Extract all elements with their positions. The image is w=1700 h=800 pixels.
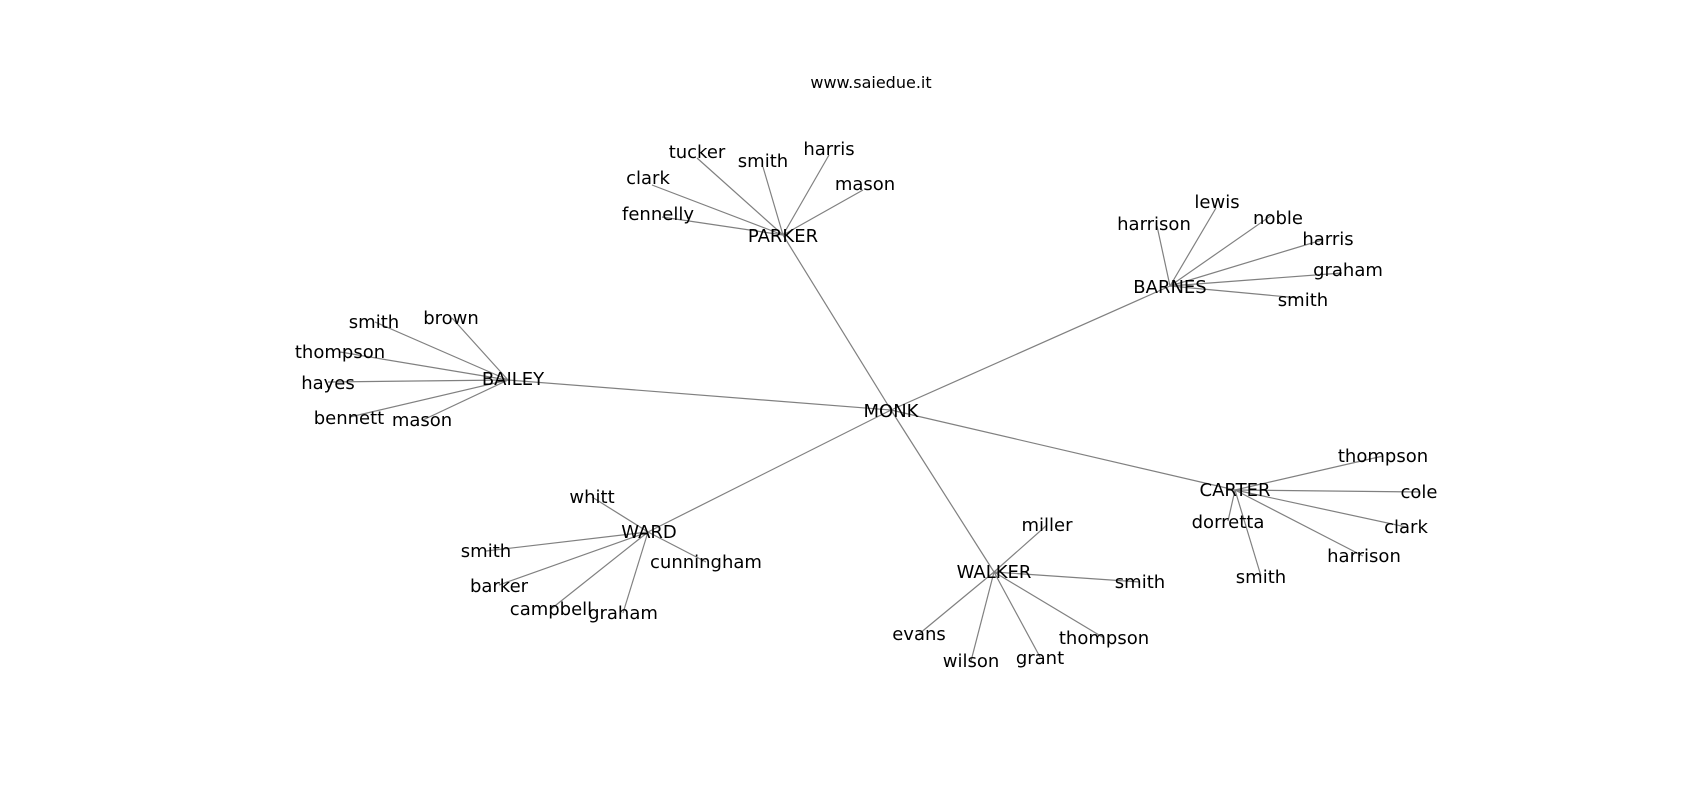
group-node-label-carter: CARTER <box>1200 480 1271 501</box>
group-node-label-ward: WARD <box>621 522 677 543</box>
edge-ward-to-leaf-0 <box>591 496 649 533</box>
edge-carter-to-leaf-5 <box>1234 489 1262 577</box>
edges-layer <box>327 154 1420 662</box>
edge-walker-to-leaf-4 <box>970 571 995 662</box>
edge-bailey-to-leaf-2 <box>339 351 509 381</box>
leaf-node-label-walker-5: grant <box>1016 648 1064 669</box>
leaf-node-label-carter-4: harrison <box>1327 546 1401 567</box>
edge-root-to-barnes <box>890 285 1171 411</box>
leaf-node-label-parker-5: fennelly <box>622 204 694 225</box>
leaf-node-label-ward-0: whitt <box>569 487 614 508</box>
labels-layer: MONK PARKER tucker smith harris clark mason fen… <box>295 139 1438 672</box>
leaf-node-label-walker-4: wilson <box>943 651 1000 672</box>
edge-walker-to-leaf-0 <box>993 524 1048 573</box>
group-node-label-bailey: BAILEY <box>482 369 545 390</box>
leaf-node-label-walker-3: thompson <box>1059 628 1149 649</box>
edge-root-to-ward <box>647 409 892 533</box>
edge-bailey-to-leaf-1 <box>451 317 509 381</box>
site-url-label: www.saiedue.it <box>810 73 931 92</box>
edge-parker-to-leaf-2 <box>782 154 830 236</box>
root-node-label: MONK <box>864 401 920 422</box>
edge-parker-to-leaf-4 <box>782 189 864 236</box>
leaf-node-label-carter-2: dorretta <box>1192 512 1265 533</box>
edge-bailey-to-leaf-4 <box>349 379 509 418</box>
edge-carter-to-leaf-1 <box>1234 489 1420 493</box>
group-node-label-walker: WALKER <box>957 562 1032 583</box>
edge-ward-to-leaf-4 <box>550 531 649 610</box>
edge-barnes-to-leaf-3 <box>1169 239 1323 287</box>
leaf-node-label-ward-4: campbell <box>510 599 592 620</box>
edge-carter-to-leaf-4 <box>1234 489 1364 557</box>
edge-bailey-to-leaf-3 <box>327 379 509 383</box>
edge-walker-to-leaf-3 <box>993 571 1105 639</box>
edge-ward-to-leaf-5 <box>622 531 649 614</box>
leaf-node-label-carter-1: cole <box>1401 482 1438 503</box>
edge-walker-to-leaf-1 <box>993 571 1141 583</box>
group-node-label-barnes: BARNES <box>1133 277 1206 298</box>
edge-carter-to-leaf-3 <box>1234 489 1407 528</box>
edge-carter-to-leaf-2 <box>1227 489 1236 522</box>
leaf-node-label-bailey-4: bennett <box>314 408 385 429</box>
leaf-node-label-parker-1: smith <box>738 151 788 172</box>
leaf-node-label-parker-3: clark <box>626 168 670 189</box>
edge-parker-to-leaf-5 <box>661 216 784 236</box>
leaf-node-label-bailey-1: brown <box>423 308 479 329</box>
edge-bailey-to-leaf-0 <box>374 321 509 381</box>
edge-barnes-to-leaf-5 <box>1169 285 1300 299</box>
leaf-node-label-ward-3: barker <box>470 576 529 597</box>
edge-root-to-parker <box>782 234 892 411</box>
leaf-node-label-carter-0: thompson <box>1338 446 1428 467</box>
leaf-node-label-bailey-5: mason <box>392 410 452 431</box>
leaf-node-label-walker-1: smith <box>1115 572 1165 593</box>
leaf-node-label-parker-0: tucker <box>669 142 726 163</box>
edge-ward-to-leaf-1 <box>485 531 649 552</box>
leaf-node-label-barnes-3: harris <box>1302 229 1353 250</box>
leaf-node-label-ward-2: cunningham <box>650 552 762 573</box>
leaf-node-label-walker-2: evans <box>892 624 946 645</box>
edge-barnes-to-leaf-0 <box>1169 207 1217 287</box>
leaf-node-label-walker-0: miller <box>1021 515 1073 536</box>
edge-walker-to-leaf-5 <box>993 571 1041 658</box>
leaf-node-label-bailey-0: smith <box>349 312 399 333</box>
edge-parker-to-leaf-0 <box>696 157 784 236</box>
edge-parker-to-leaf-3 <box>651 184 784 236</box>
group-node-label-parker: PARKER <box>748 226 818 247</box>
leaf-node-label-ward-1: smith <box>461 541 511 562</box>
leaf-node-label-barnes-0: lewis <box>1194 192 1239 213</box>
leaf-node-label-barnes-2: noble <box>1253 208 1303 229</box>
leaf-node-label-barnes-4: graham <box>1313 260 1383 281</box>
edge-ward-to-leaf-3 <box>498 531 649 586</box>
edge-barnes-to-leaf-1 <box>1156 225 1171 287</box>
edge-carter-to-leaf-0 <box>1234 455 1384 491</box>
edge-parker-to-leaf-1 <box>762 166 784 236</box>
edge-barnes-to-leaf-4 <box>1169 272 1343 287</box>
leaf-node-label-parker-2: harris <box>803 139 854 160</box>
edge-bailey-to-leaf-5 <box>422 379 509 421</box>
leaf-node-label-bailey-3: hayes <box>301 373 355 394</box>
edge-root-to-walker <box>890 409 995 573</box>
leaf-node-label-carter-5: smith <box>1236 567 1286 588</box>
leaf-node-label-barnes-1: harrison <box>1117 214 1191 235</box>
leaf-node-label-parker-4: mason <box>835 174 895 195</box>
leaf-node-label-ward-5: graham <box>588 603 658 624</box>
leaf-node-label-bailey-2: thompson <box>295 342 385 363</box>
edge-root-to-carter <box>890 409 1236 491</box>
leaf-node-label-carter-3: clark <box>1384 517 1428 538</box>
edge-barnes-to-leaf-2 <box>1169 214 1273 287</box>
edge-walker-to-leaf-2 <box>918 571 995 635</box>
leaf-node-label-barnes-5: smith <box>1278 290 1328 311</box>
edge-root-to-bailey <box>507 379 892 411</box>
edge-ward-to-leaf-2 <box>647 531 707 563</box>
